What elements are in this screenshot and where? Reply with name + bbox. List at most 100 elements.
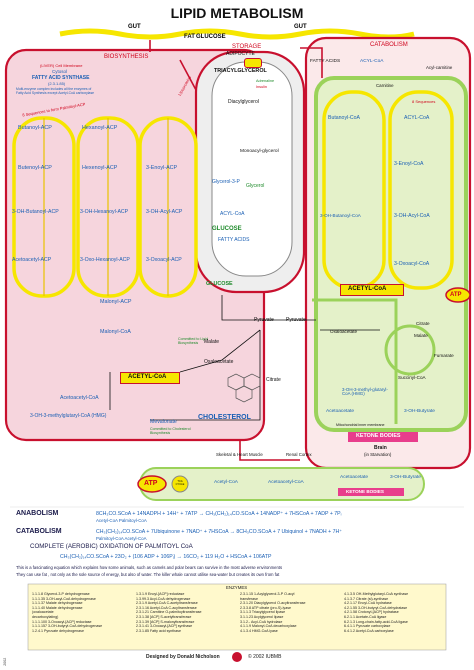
catabolism-sub: Palmitoyl-CoA Acetyl-CoA — [96, 536, 147, 541]
triacylglycerol-label: TRIACYLGLYCEROL — [214, 68, 267, 74]
liver-cell-label: (LIVER) Cell Membrane — [40, 63, 83, 68]
cat-acyl-coa: ACYL-CoA — [360, 59, 384, 64]
acetyl-path — [312, 298, 398, 424]
acyl-carnitine-label: Acyl-carnitine — [426, 65, 453, 70]
fat-badge — [244, 58, 262, 68]
tca-cycle — [384, 324, 436, 376]
cat-malate: Malate — [414, 333, 428, 338]
starvation-label: (in Starvation) — [364, 452, 392, 457]
gut-label-left: GUT — [128, 24, 141, 30]
enzyme-entry: 1.1.1.157 3-OH-butyryl-CoA dehydrogenase — [32, 624, 103, 629]
bar-acetyl-coa: Acetyl-CoA — [214, 480, 238, 485]
copyright: © 2002 IUBMB — [248, 654, 282, 660]
enzyme-entry: 2.3.1.21 Carnitine O-palmitoyltransferas… — [136, 610, 202, 615]
enzyme-entry: 1.1.1.100 3-Oxoacyl-[ACP] reductase — [32, 619, 92, 624]
middle-glucose: GLUCOSE — [206, 281, 233, 287]
enzyme-entry: 1.1.1.35 3-OH-acyl-CoA dehydrogenase — [32, 596, 96, 601]
enzyme-entry: 4.1.3.5 OH-Methylglutaryl-CoA synthase — [344, 592, 409, 596]
mevalonate: Mevalonate — [150, 419, 177, 425]
butenoyl-acp: Butenoyl-ACP — [18, 165, 52, 171]
oh-hexanoyl-acp: 3-OH-Hexanoyl-ACP — [80, 209, 129, 215]
enzyme-entry: 4.1.3.4 HMG-CoA lyase — [240, 628, 278, 633]
enzyme-entry: 2.3.1.38 [ACP] S-acetyltransferase — [136, 614, 192, 619]
insulin-label: Insulin — [256, 85, 267, 89]
atp-oval — [445, 287, 471, 303]
enzyme-entry: 2.3.1.9 Acetyl-CoA C-acetyltransferase — [136, 601, 198, 606]
committed-lipid: Committed to Lipid Biosynthesis — [178, 337, 208, 345]
tca-circle-bottom — [171, 475, 189, 493]
enzyme-entry: 2.3.1.41 3-Oxoacyl-[ACP] synthase — [136, 624, 193, 629]
monoacylglycerol-label: Monoacyl-glycerol — [240, 149, 279, 154]
biosynthesis-header: BIOSYNTHESIS — [104, 54, 149, 60]
enzyme-entry: 3.1.2.- Acyl-CoA hydrolase — [240, 619, 283, 624]
skeletal-label: Skeletal & Heart Muscle — [216, 452, 263, 457]
cholesterol-molecule — [227, 373, 261, 403]
malonyl-acp: Malonyl-ACP — [100, 299, 132, 305]
malonyl-coa: Malonyl-CoA — [100, 329, 131, 335]
fat-label: FAT — [184, 34, 195, 40]
enzyme-col-3: 2.3.1.15 1-Acylglycerol-3-P O-acyl trans… — [240, 592, 306, 633]
oh-acyl-acp: 3-OH-Acyl-ACP — [146, 209, 183, 215]
hmg-right: 3-OH-3-methyl-glutaryl-CoA (HMG) — [342, 387, 388, 397]
enzyme-entry: 2.3.1.15 1-Acylglycerol-3-P O-acyl — [240, 592, 295, 596]
enzyme-entry: 4.1.1.9 Malonyl-CoA decarboxylase — [240, 624, 297, 629]
enzyme-entry: 2.3.1.16 Acetyl-CoA C-acyltransferase — [136, 605, 197, 610]
oxoacyl-acp: 3-Oxoacyl-ACP — [146, 257, 182, 263]
middle-citrate: Citrate — [266, 377, 281, 383]
committed-cholesterol: Committed to Cholesterol Biosynthesis — [150, 427, 191, 435]
cat-fatty-acids: FATTY ACIDS — [310, 59, 341, 64]
glucose-label-top: GLUCOSE — [196, 34, 226, 40]
enzyme-entry: 2.3.1.39 [ACP] S-malonyltransferase — [136, 619, 195, 624]
enzyme-entry: 4.2.1.58 Crotonyl-[ACP] hydratase — [344, 610, 399, 615]
footer-code: 2002 — [3, 657, 8, 666]
enzyme-entry: 3.1.1.23 Acylglycerol lipase — [240, 614, 284, 619]
butanoyl-coa: Butanoyl-CoA — [328, 115, 361, 121]
oxoacyl-coa: 3-Oxoacyl-CoA — [394, 261, 430, 267]
hmg-left: 3-OH-3-methylglutaryl-CoA (HMG) — [30, 413, 107, 419]
enzyme-entry: decarboxylating) — [32, 614, 59, 619]
gut-wave — [59, 28, 415, 40]
renal-label: Renal Cortex — [286, 452, 312, 457]
adrenaline-label: Adrenaline — [256, 79, 275, 83]
note-2: They can use fat , not only as the sole … — [16, 572, 280, 577]
enzyme-entry: 4.2.1.17 Enoyl-CoA hydratase — [344, 601, 392, 606]
middle-malate: Malate — [204, 339, 220, 345]
mito-membrane-label: Mitochondrial inner membrane — [336, 423, 385, 427]
pyruvate-1: Pyruvate — [254, 317, 274, 323]
cat-oh-butyrate: 3-OH-Butyrate — [404, 409, 435, 414]
bar-oh-butyrate: 3-OH-Butyrate — [390, 475, 421, 480]
ketone-bodies-label: KETONE BODIES — [356, 433, 401, 439]
atp-bottom: ATP — [144, 480, 158, 487]
gut-label-right: GUT — [294, 24, 307, 30]
fas-label: FATTY ACID SYNTHASE — [32, 75, 90, 81]
enzyme-entry: 4.2.1.55 3-OH-butyryl-CoA dehydratase — [344, 605, 408, 610]
carnitine-label: Carnitine — [376, 83, 394, 88]
oxo-hexanoyl-acp: 3-Oxo-Hexanoyl-ACP — [80, 257, 130, 263]
bar-acetoacetyl-coa: Acetoacetyl-CoA — [268, 480, 304, 485]
glycerol-label: Glycerol — [246, 183, 265, 189]
enzyme-entry: 6.4.1.1 Pyruvate carboxylase — [344, 624, 391, 629]
butanoyl-acp: Butanoyl-ACP — [18, 125, 52, 131]
ketone-bar-box — [338, 488, 404, 496]
acetoacetyl-coa-left: Acetoacetyl-CoA — [60, 395, 99, 401]
enzyme-entry: 1.3.1.9 Enoyl-[ACP] reductase — [136, 592, 185, 596]
diacylglycerol-label: Diacylglycerol — [228, 99, 259, 105]
enzyme-entry: 4.1.3.7 Citrate (si)-synthase — [344, 596, 389, 601]
enzyme-entry: 1.3.99.3 Acyl-CoA dehydrogenase — [136, 596, 191, 601]
atp-oval-bottom — [137, 475, 167, 493]
storage-inner — [211, 61, 293, 277]
acetyl-coa-box-right — [340, 284, 404, 296]
atp-mito: ATP — [450, 292, 462, 298]
bar-ketone-bodies: KETONE BODIES — [346, 488, 384, 494]
enzyme-entry: 3.1.1.3 Triacylglycerol lipase — [240, 610, 286, 615]
cholesterol: CHOLESTEROL — [198, 414, 251, 421]
enzyme-entry: 2.3.3.8 ATP citrate (pro-S)-lyase — [240, 605, 291, 610]
acetyl-coa-left: ACETYL-CoA — [128, 374, 167, 380]
multi-enzyme-note: Multi-enzyme complex includes all the en… — [16, 87, 92, 91]
enzyme-entry: 2.3.1.85 Fatty acid synthase — [136, 628, 181, 633]
brain-label: Brain — [374, 445, 387, 451]
